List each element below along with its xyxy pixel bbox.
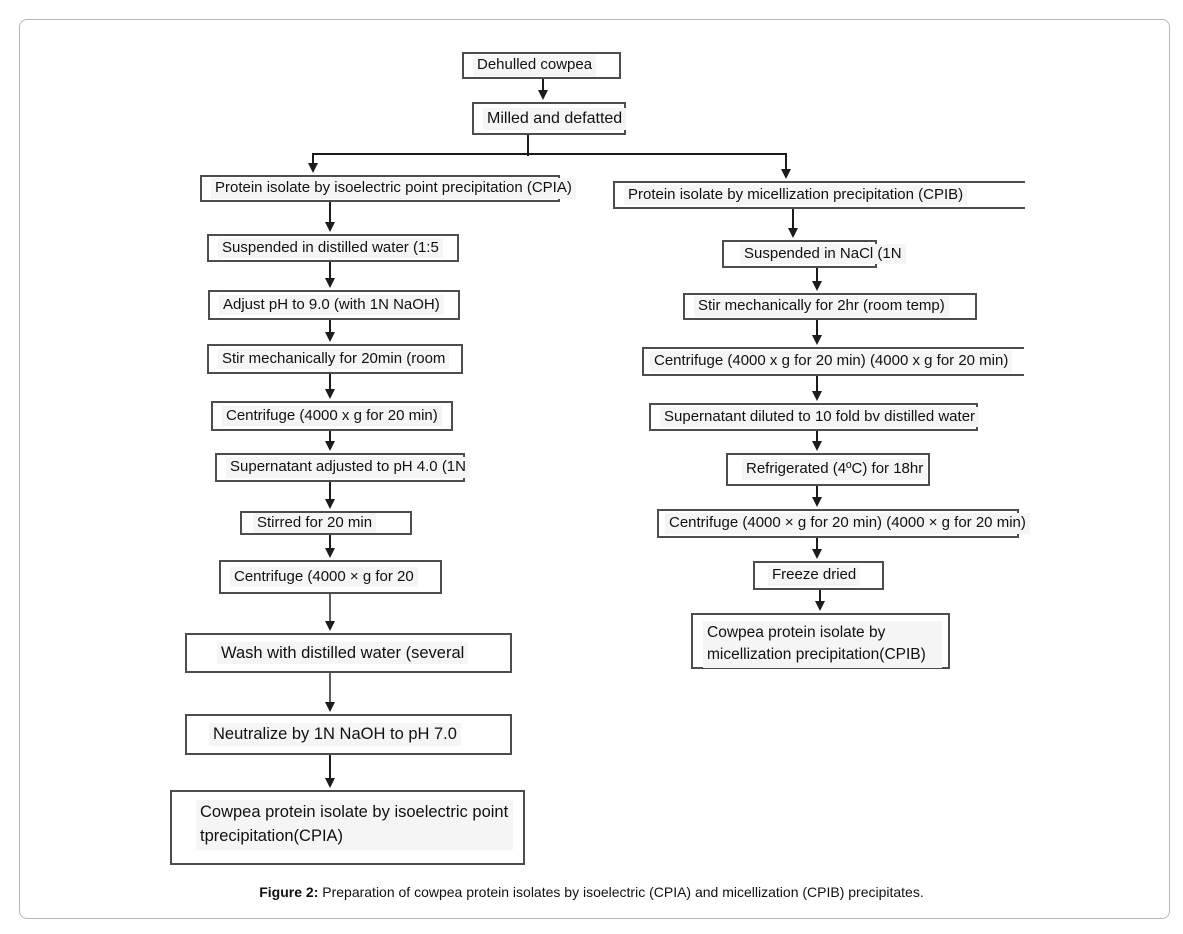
node-label: Dehulled cowpea xyxy=(473,55,597,76)
node-label: Stirred for 20 min xyxy=(253,512,377,534)
node-label: Suspended in distilled water (1:5 xyxy=(218,237,443,259)
node-label: Centrifuge (4000 x g for 20 min) (4000 x… xyxy=(650,351,1013,372)
caption-text: Preparation of cowpea protein isolates b… xyxy=(322,884,924,900)
node-label: Refrigerated (4ºC) for 18hr xyxy=(742,459,928,480)
node-label: Stir mechanically for 2hr (room temp) xyxy=(694,296,949,317)
node-cpia-step-6: Stirred for 20 min xyxy=(240,511,412,535)
node-label: Stir mechanically for 20min (room xyxy=(218,348,450,370)
node-cpib-result: Cowpea protein isolate by micellization … xyxy=(691,613,950,669)
node-cpib-step-2: Stir mechanically for 2hr (room temp) xyxy=(683,293,977,320)
node-cpia-step-1: Suspended in distilled water (1:5 xyxy=(207,234,459,262)
node-label: Suspended in NaCl (1N xyxy=(740,243,906,265)
node-cpia-step-9: Neutralize by 1N NaOH to pH 7.0 xyxy=(185,714,512,755)
node-cpib-step-6: Centrifuge (4000 × g for 20 min) (4000 ×… xyxy=(657,509,1030,538)
node-label: Cowpea protein isolate by isoelectric po… xyxy=(196,800,513,850)
figure-frame xyxy=(19,19,1170,919)
node-label: Centrifuge (4000 × g for 20 xyxy=(230,566,418,588)
node-label: Supernatant diluted to 10 fold bv distil… xyxy=(660,406,980,428)
node-cpib-step-3: Centrifuge (4000 x g for 20 min) (4000 x… xyxy=(642,347,1024,376)
node-cpib-step-5: Refrigerated (4ºC) for 18hr xyxy=(726,453,930,486)
node-cpia-result: Cowpea protein isolate by isoelectric po… xyxy=(170,790,525,865)
node-label: Protein isolate by micellization precipi… xyxy=(624,184,968,206)
node-label: Centrifuge (4000 x g for 20 min) xyxy=(222,405,442,427)
node-cpia-step-2: Adjust pH to 9.0 (with 1N NaOH) xyxy=(208,290,460,320)
node-milled-and-defatted: Milled and defatted xyxy=(472,102,627,135)
node-label: Centrifuge (4000 × g for 20 min) (4000 ×… xyxy=(665,513,1030,534)
node-cpia-step-5: Supernatant adjusted to pH 4.0 (1N xyxy=(215,453,470,482)
node-label: Wash with distilled water (several xyxy=(217,641,469,665)
figure-caption: Figure 2: Preparation of cowpea protein … xyxy=(0,884,1183,900)
node-label: Neutralize by 1N NaOH to pH 7.0 xyxy=(209,723,461,746)
node-dehulled-cowpea: Dehulled cowpea xyxy=(462,52,621,79)
node-label: Cowpea protein isolate by micellization … xyxy=(703,621,942,668)
node-cpib-step-4: Supernatant diluted to 10 fold bv distil… xyxy=(649,403,980,431)
node-label: Adjust pH to 9.0 (with 1N NaOH) xyxy=(219,294,444,316)
node-cpia-step-7: Centrifuge (4000 × g for 20 xyxy=(219,560,442,594)
node-label: Protein isolate by isoelectric point pre… xyxy=(211,178,576,199)
node-label: Supernatant adjusted to pH 4.0 (1N xyxy=(226,457,470,478)
node-cpib-step-1: Suspended in NaCl (1N xyxy=(722,240,906,268)
node-label: Milled and defatted xyxy=(483,107,627,130)
node-label: Freeze dried xyxy=(768,565,861,586)
node-cpia-header: Protein isolate by isoelectric point pre… xyxy=(200,175,576,202)
node-cpia-step-3: Stir mechanically for 20min (room xyxy=(207,344,463,374)
node-cpib-header: Protein isolate by micellization precipi… xyxy=(613,181,1025,209)
node-cpia-step-4: Centrifuge (4000 x g for 20 min) xyxy=(211,401,453,431)
node-cpib-step-7: Freeze dried xyxy=(753,561,884,590)
caption-label: Figure 2: xyxy=(259,884,319,900)
node-cpia-step-8: Wash with distilled water (several xyxy=(185,633,512,673)
